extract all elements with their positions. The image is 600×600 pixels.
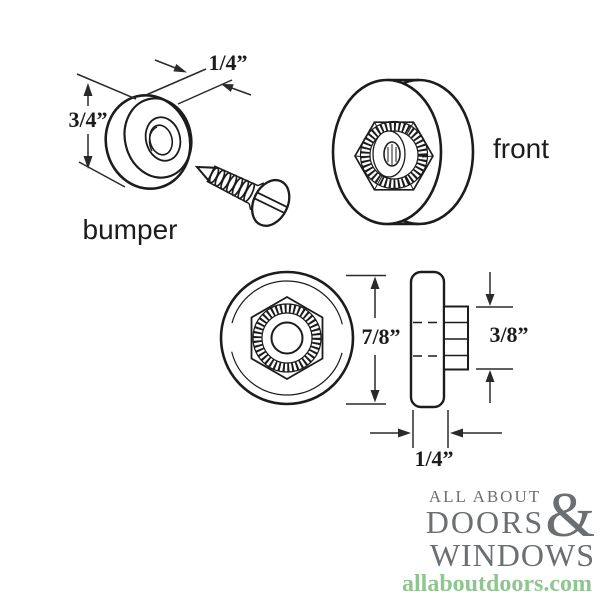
dim-label-roller-diameter: 7/8” [361,324,401,349]
logo-top-row: ALL ABOUT DOORS & [399,478,595,550]
logo-all-about: ALL ABOUT [428,487,542,506]
bumper-drawing [104,93,193,191]
roller-sideview-drawing [409,270,469,409]
dimension-arrowheads [83,64,495,438]
logo-website-link: allaboutdoors.com [401,571,592,597]
logo-text-block: ALL ABOUT DOORS [426,488,544,538]
logo-doors: DOORS [425,504,545,540]
dim-label-bumper-diameter: 3/4” [68,107,108,132]
dimension-lines [76,59,513,448]
roller-frontview-drawing [219,270,355,406]
company-logo: ALL ABOUT DOORS & WINDOWS allaboutdoors.… [399,478,595,597]
logo-ampersand: & [545,478,595,550]
front-label: front [492,133,550,164]
screw-drawing [194,165,291,227]
dim-label-hub-height: 3/8” [489,322,529,347]
dim-label-bumper-thickness: 1/4” [208,50,248,75]
bumper-label: bumper [82,214,178,245]
logo-windows: WINDOWS [429,537,595,573]
dim-label-roller-width: 1/4” [414,446,454,471]
roller-front-drawing [331,78,475,226]
